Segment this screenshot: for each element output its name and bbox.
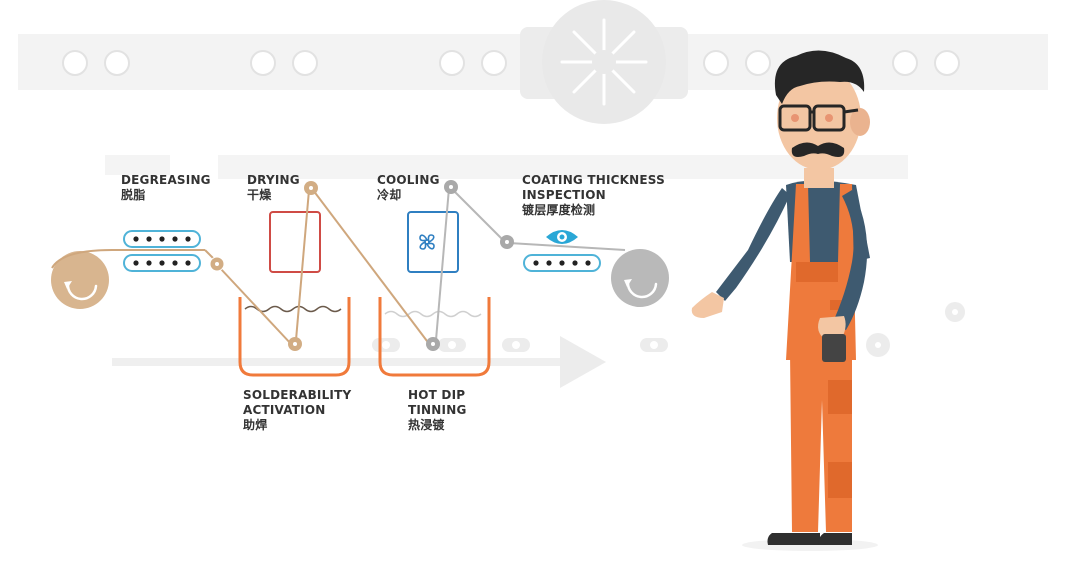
label-degreasing: DEGREASING 脱脂 xyxy=(121,173,211,203)
pulleys xyxy=(209,180,514,351)
spool-arrow-icon xyxy=(66,282,98,301)
spool-arrow-icon xyxy=(626,280,658,299)
label-inspection-zh: 镀层厚度检测 xyxy=(522,203,596,217)
wire-grey xyxy=(435,187,626,341)
worker-illustration xyxy=(691,50,878,551)
label-drying: DRYING 干燥 xyxy=(247,173,300,203)
tan-spool xyxy=(51,251,109,309)
label-tinning-zh: 热浸镀 xyxy=(408,418,445,432)
label-drying-en: DRYING xyxy=(247,173,300,187)
gear-icon xyxy=(866,302,965,357)
fan-icon xyxy=(419,234,435,250)
label-activation-en-2: ACTIVATION xyxy=(243,403,326,417)
label-tinning-en-2: TINNING xyxy=(408,403,467,417)
label-cooling-zh: 冷却 xyxy=(377,188,402,202)
label-inspection-en-1: COATING THICKNESS xyxy=(522,173,665,187)
label-cooling-en: COOLING xyxy=(377,173,440,187)
eye-icon xyxy=(546,230,578,244)
label-cooling: COOLING 冷却 xyxy=(377,173,440,203)
label-tinning: HOT DIP TINNING 热浸镀 xyxy=(408,388,467,433)
label-tinning-en-1: HOT DIP xyxy=(408,388,466,402)
background-machinery xyxy=(18,0,1048,388)
drying-chamber xyxy=(269,211,321,273)
grey-spool xyxy=(611,249,669,307)
label-activation-zh: 助焊 xyxy=(243,418,268,432)
label-inspection: COATING THICKNESS INSPECTION 镀层厚度检测 xyxy=(522,173,665,218)
label-degreasing-en: DEGREASING xyxy=(121,173,211,187)
label-degreasing-zh: 脱脂 xyxy=(121,188,146,202)
label-inspection-en-2: INSPECTION xyxy=(522,188,606,202)
label-activation-en-1: SOLDERABILITY xyxy=(243,388,352,402)
label-activation: SOLDERABILITY ACTIVATION 助焊 xyxy=(243,388,351,433)
cooling-chamber xyxy=(407,211,459,273)
label-drying-zh: 干燥 xyxy=(247,188,272,202)
inspection-roller xyxy=(523,254,601,272)
tinning-tank xyxy=(378,297,491,377)
degreasing-rollers xyxy=(123,230,201,272)
